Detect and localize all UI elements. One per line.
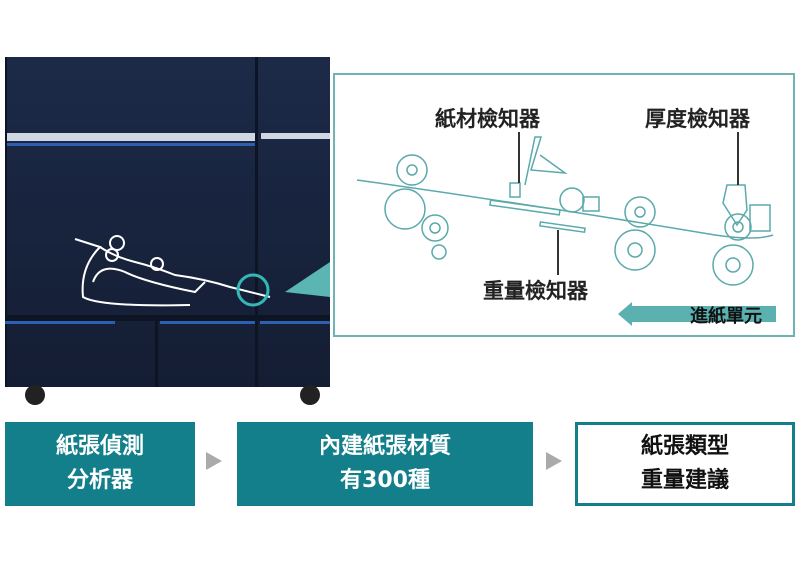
flow-step-detection: 紙張偵測分析器 [5,422,195,506]
flow-step-materials: 內建紙張材質有300種 [237,422,533,506]
flow-step-recommendation: 紙張類型重量建議 [575,422,795,506]
weight-sensor-label: 重量檢知器 [483,279,588,303]
arrow-right-icon [206,452,222,470]
feed-direction-arrow: 進紙單元 [618,302,776,327]
arrow-right-icon [546,452,562,470]
paper-sensor-label: 紙材檢知器 [435,107,540,131]
step-line: 紙張偵測 [55,434,144,459]
step-line: 有300種 [340,468,430,493]
printer-machine-image [5,57,330,405]
step-line: 內建紙張材質 [318,434,451,459]
step-line: 紙張類型 [640,434,729,459]
step-line: 分析器 [66,468,133,493]
feed-unit-label: 進紙單元 [690,306,762,327]
thickness-sensor-label: 厚度檢知器 [645,107,750,131]
feed-unit-detail-panel: 紙材檢知器 厚度檢知器 重量檢知器 [333,73,795,337]
step-line: 重量建議 [640,468,729,493]
